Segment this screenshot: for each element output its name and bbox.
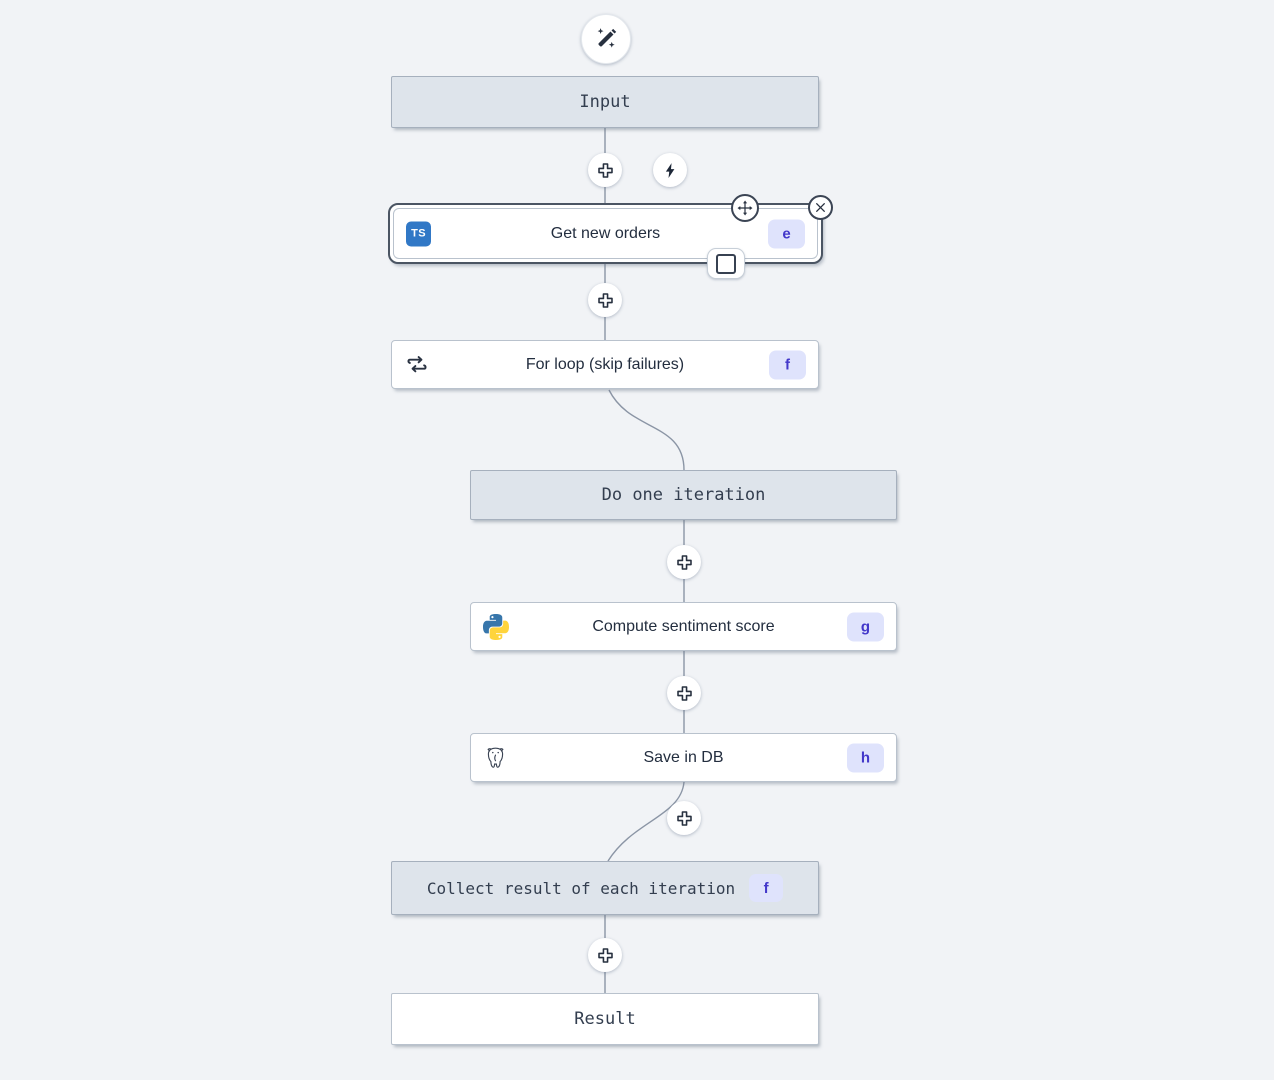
node-label: For loop (skip failures) [525,355,685,373]
plus-icon [596,946,615,965]
step-id-badge: f [749,874,784,902]
node-save-in-db[interactable]: Save in DB h [470,733,897,782]
flow-result-node[interactable]: Result [391,993,819,1045]
node-get-new-orders-selection: TS Get new orders e [388,203,823,264]
node-label: Compute sentiment score [592,617,775,635]
result-node-label: Result [574,1009,636,1029]
add-step-button-2[interactable] [588,283,622,317]
collect-result-label: Collect result of each iteration [426,878,736,898]
do-one-iteration-node[interactable]: Do one iteration [470,470,897,520]
node-label: Get new orders [550,224,661,242]
move-node-handle[interactable] [731,194,759,222]
lightning-bolt-icon [662,162,679,179]
close-icon [814,201,827,214]
magic-wand-icon [593,26,619,52]
step-id-badge: f [769,350,806,379]
node-label: Save in DB [643,748,724,766]
plus-icon [596,291,615,310]
plus-icon [675,684,694,703]
delete-node-button[interactable] [808,195,833,220]
iteration-start-label: Do one iteration [601,485,766,505]
step-id-badge: e [768,219,805,248]
input-node-label: Input [579,92,631,112]
add-step-button-1[interactable] [588,153,622,187]
collect-result-node[interactable]: Collect result of each iteration f [391,861,819,915]
plus-icon [675,809,694,828]
move-icon [736,199,754,217]
step-id-badge: g [847,612,884,641]
postgresql-elephant-icon [483,745,508,770]
typescript-icon: TS [406,221,431,246]
flow-input-node[interactable]: Input [391,76,819,128]
plus-icon [675,553,694,572]
add-step-button-3[interactable] [667,545,701,579]
step-id-badge: h [847,743,884,772]
add-step-button-6[interactable] [588,938,622,972]
plus-icon [596,161,615,180]
loop-icon [404,352,430,378]
ai-flow-builder-button[interactable] [581,14,631,64]
node-expand-toggle[interactable] [707,248,745,279]
python-icon [483,613,509,640]
square-icon [716,253,736,274]
add-trigger-button[interactable] [653,153,687,187]
add-step-button-4[interactable] [667,676,701,710]
node-for-loop[interactable]: For loop (skip failures) f [391,340,819,389]
add-step-button-5[interactable] [667,801,701,835]
node-compute-sentiment-score[interactable]: Compute sentiment score g [470,602,897,651]
